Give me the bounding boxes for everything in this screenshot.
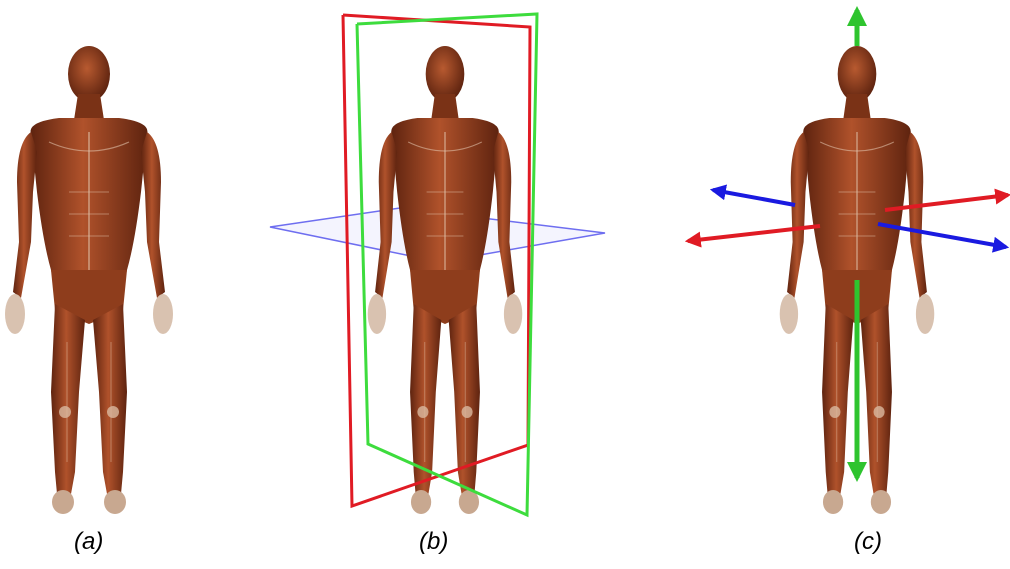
figure-b-body [366, 45, 524, 515]
axis-red-right [884, 188, 1010, 212]
axis-red-left [684, 224, 821, 248]
figure-a-body [4, 45, 174, 515]
caption-a: (a) [74, 528, 104, 555]
figure-b [269, 12, 606, 518]
caption-c: (c) [854, 528, 882, 555]
axis-blue-left [709, 184, 796, 207]
frontal-plane [355, 12, 539, 518]
figure-c [684, 6, 1010, 515]
caption-b: (b) [419, 528, 449, 555]
axis-blue-right [877, 222, 1010, 253]
